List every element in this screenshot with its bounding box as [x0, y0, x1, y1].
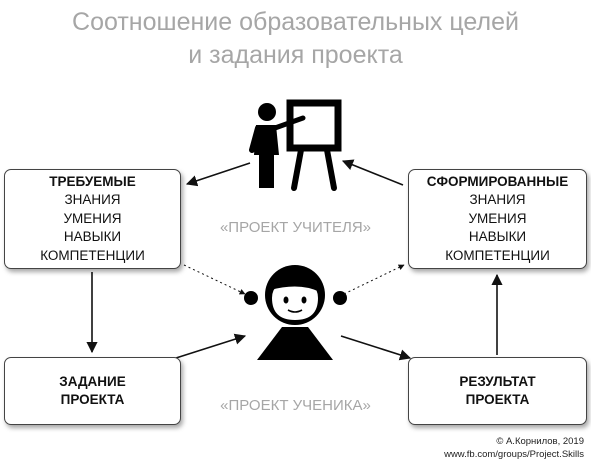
arrow-teacher-to-required	[185, 162, 251, 187]
student-icon	[244, 265, 347, 360]
teacher-pointer-arm	[272, 115, 306, 131]
face	[272, 281, 318, 320]
formed-item: КОМПЕТЕНЦИИ	[445, 247, 550, 263]
result-line: РЕЗУЛЬТАТ	[459, 373, 536, 389]
copyright-credit: © А.Корнилов, 2019 www.fb.com/groups/Pro…	[444, 435, 584, 461]
diagram-title: Соотношение образовательных целей и зада…	[0, 6, 591, 72]
dotted-arrow-required-to-student	[183, 264, 246, 295]
arrow-formed-to-teacher	[341, 159, 404, 186]
teacher-leg-left	[259, 150, 265, 188]
credit-author: © А.Корнилов, 2019	[496, 436, 584, 447]
dress	[257, 327, 333, 360]
project-result-box: РЕЗУЛЬТАТ ПРОЕКТА	[408, 357, 587, 425]
teacher-project-label: «ПРОЕКТ УЧИТЕЛЯ»	[219, 219, 372, 236]
result-line: ПРОЕКТА	[465, 392, 530, 407]
pigtail-right	[333, 291, 347, 305]
pigtail-left	[244, 291, 258, 305]
title-line-1: Соотношение образовательных целей	[72, 8, 519, 36]
teacher-arm-left	[249, 125, 261, 153]
board-leg-right	[324, 147, 337, 191]
formed-outcomes-box: СФОРМИРОВАННЫЕ ЗНАНИЯ УМЕНИЯ НАВЫКИ КОМП…	[408, 169, 587, 269]
formed-item: УМЕНИЯ	[468, 210, 527, 226]
board-frame	[286, 99, 342, 152]
task-line: ПРОЕКТА	[60, 392, 125, 407]
fringe	[270, 275, 320, 292]
project-task-box: ЗАДАНИЕ ПРОЕКТА	[4, 357, 181, 425]
dotted-arrow-student-to-formed	[343, 264, 405, 295]
mouth	[287, 309, 303, 313]
student-project-label: «ПРОЕКТ УЧЕНИКА»	[220, 397, 371, 414]
formed-heading: СФОРМИРОВАННЫЕ	[426, 173, 569, 189]
teacher-head	[258, 103, 276, 121]
title-line-2: и задания проекта	[188, 41, 403, 69]
teacher-leg-right	[268, 150, 274, 188]
required-item: КОМПЕТЕНЦИИ	[40, 247, 145, 263]
required-item: УМЕНИЯ	[63, 210, 122, 226]
board-leg-left	[291, 147, 304, 191]
required-heading: ТРЕБУЕМЫЕ	[49, 173, 136, 189]
required-outcomes-box: ТРЕБУЕМЫЕ ЗНАНИЯ УМЕНИЯ НАВЫКИ КОМПЕТЕНЦ…	[4, 169, 181, 269]
formed-item: ЗНАНИЯ	[469, 192, 526, 208]
teacher-icon	[249, 99, 342, 191]
formed-item: НАВЫКИ	[468, 229, 527, 245]
arrow-student-to-result	[340, 335, 412, 361]
eye-left	[283, 296, 289, 304]
teacher-body	[254, 125, 279, 188]
required-item: НАВЫКИ	[63, 229, 122, 245]
credit-link: www.fb.com/groups/Project.Skills	[444, 449, 584, 460]
arrow-task-to-student	[175, 333, 247, 359]
eye-right	[301, 296, 307, 304]
required-item: ЗНАНИЯ	[64, 192, 121, 208]
task-line: ЗАДАНИЕ	[59, 373, 126, 389]
